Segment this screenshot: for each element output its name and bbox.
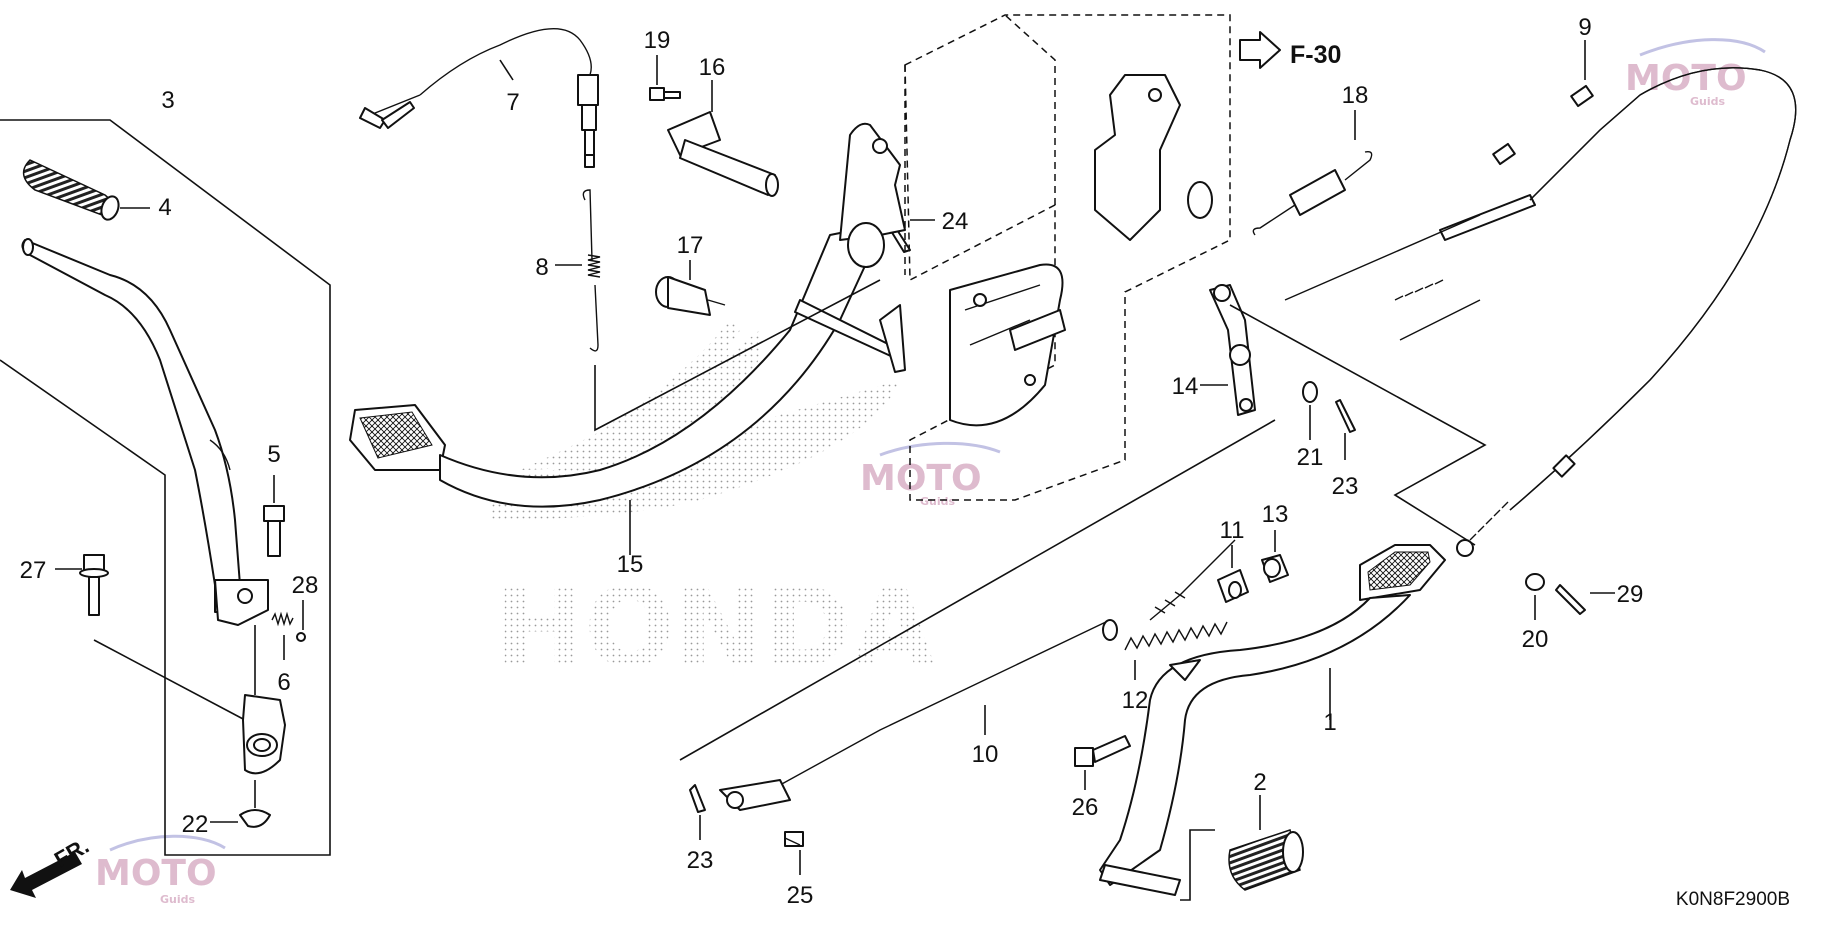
callout-26: 26 [1072,794,1099,821]
callout-labels: 3 4 5 27 28 6 22 7 8 19 16 17 24 15 18 9… [20,14,1644,909]
callout-17: 17 [677,232,704,259]
circlip-part-22 [239,809,271,828]
front-arrow-icon [10,852,82,898]
callout-2: 2 [1253,769,1266,796]
callout-12: 12 [1122,687,1149,714]
kickstarter-group-outline [0,119,331,856]
kick-boss-part [242,625,286,775]
callout-23-left: 23 [687,847,714,874]
ball-part-28 [296,632,306,642]
brake-cable-part-9 [1284,67,1797,557]
callout-22: 22 [182,811,209,838]
callout-6: 6 [277,669,290,696]
watermark-top-right: MOTO Guids [1625,38,1766,108]
honda-logo-text: HONDA [495,566,935,691]
bolt-part-25 [784,831,804,847]
bracket-assembly-outline [904,14,1231,501]
kick-arm-part [21,238,269,626]
callout-24: 24 [942,208,969,235]
flange-bolt-part-27 [79,554,109,616]
spring-part-6 [271,611,294,627]
nut-part-17 [655,276,726,316]
callout-8: 8 [535,254,548,281]
callout-15: 15 [617,551,644,578]
pedal-grip-part-2 [1228,829,1304,891]
brake-pedal-part-1 [1099,544,1446,896]
callout-1: 1 [1323,709,1336,736]
callout-25: 25 [787,882,814,909]
kick-grip-part [22,159,120,221]
callout-20: 20 [1522,626,1549,653]
brake-arm-part-14 [1209,284,1256,416]
callout-29: 29 [1617,581,1644,608]
watermark-center: MOTO Guids [860,441,1001,508]
cotter-pin-part-29 [1555,584,1586,615]
callout-23-right: 23 [1332,473,1359,500]
callout-19: 19 [644,27,671,54]
svg-text:MOTO: MOTO [860,458,982,499]
callout-5: 5 [267,441,280,468]
bolt-part-19 [649,87,681,101]
callout-10: 10 [972,741,999,768]
spring-part-18 [1252,150,1373,236]
spring-part-12 [1124,621,1228,651]
callout-7: 7 [506,89,519,116]
callout-27: 27 [20,557,47,584]
bolt-part-5 [263,505,285,557]
callout-14: 14 [1172,373,1199,400]
washer-part-20 [1525,573,1545,591]
brake-rod-part-10 [719,539,1236,811]
callout-11: 11 [1220,517,1245,544]
diagram-reference-code: K0N8F2900B [1676,889,1790,910]
svg-text:Guids: Guids [160,893,196,906]
callout-18: 18 [1342,82,1369,109]
callout-4: 4 [158,194,171,221]
cotter-pin-part-23-right [1335,399,1356,433]
pivot-pin-part-16 [667,111,779,197]
flange-bolt-part-26 [1074,735,1131,767]
return-spring-part-8 [582,189,601,352]
step-bracket-part [949,74,1213,427]
washer-part-21 [1302,381,1318,403]
svg-text:Guids: Guids [1690,95,1726,108]
svg-text:Guids: Guids [920,495,956,508]
callout-9: 9 [1578,14,1591,41]
callout-3: 3 [161,87,174,114]
cotter-pin-part-23-left [689,784,706,813]
stop-switch-part-7 [359,28,599,168]
callout-13: 13 [1262,501,1289,528]
brake-pedal-part-15 [349,122,906,508]
callout-16: 16 [699,54,726,81]
callout-21: 21 [1297,444,1324,471]
callout-28: 28 [292,572,319,599]
svg-text:MOTO: MOTO [95,853,217,894]
cross-reference-arrow-icon [1239,31,1281,69]
watermark-bottom-left: MOTO Guids [95,834,226,906]
cross-reference-label: F-30 [1290,41,1341,69]
